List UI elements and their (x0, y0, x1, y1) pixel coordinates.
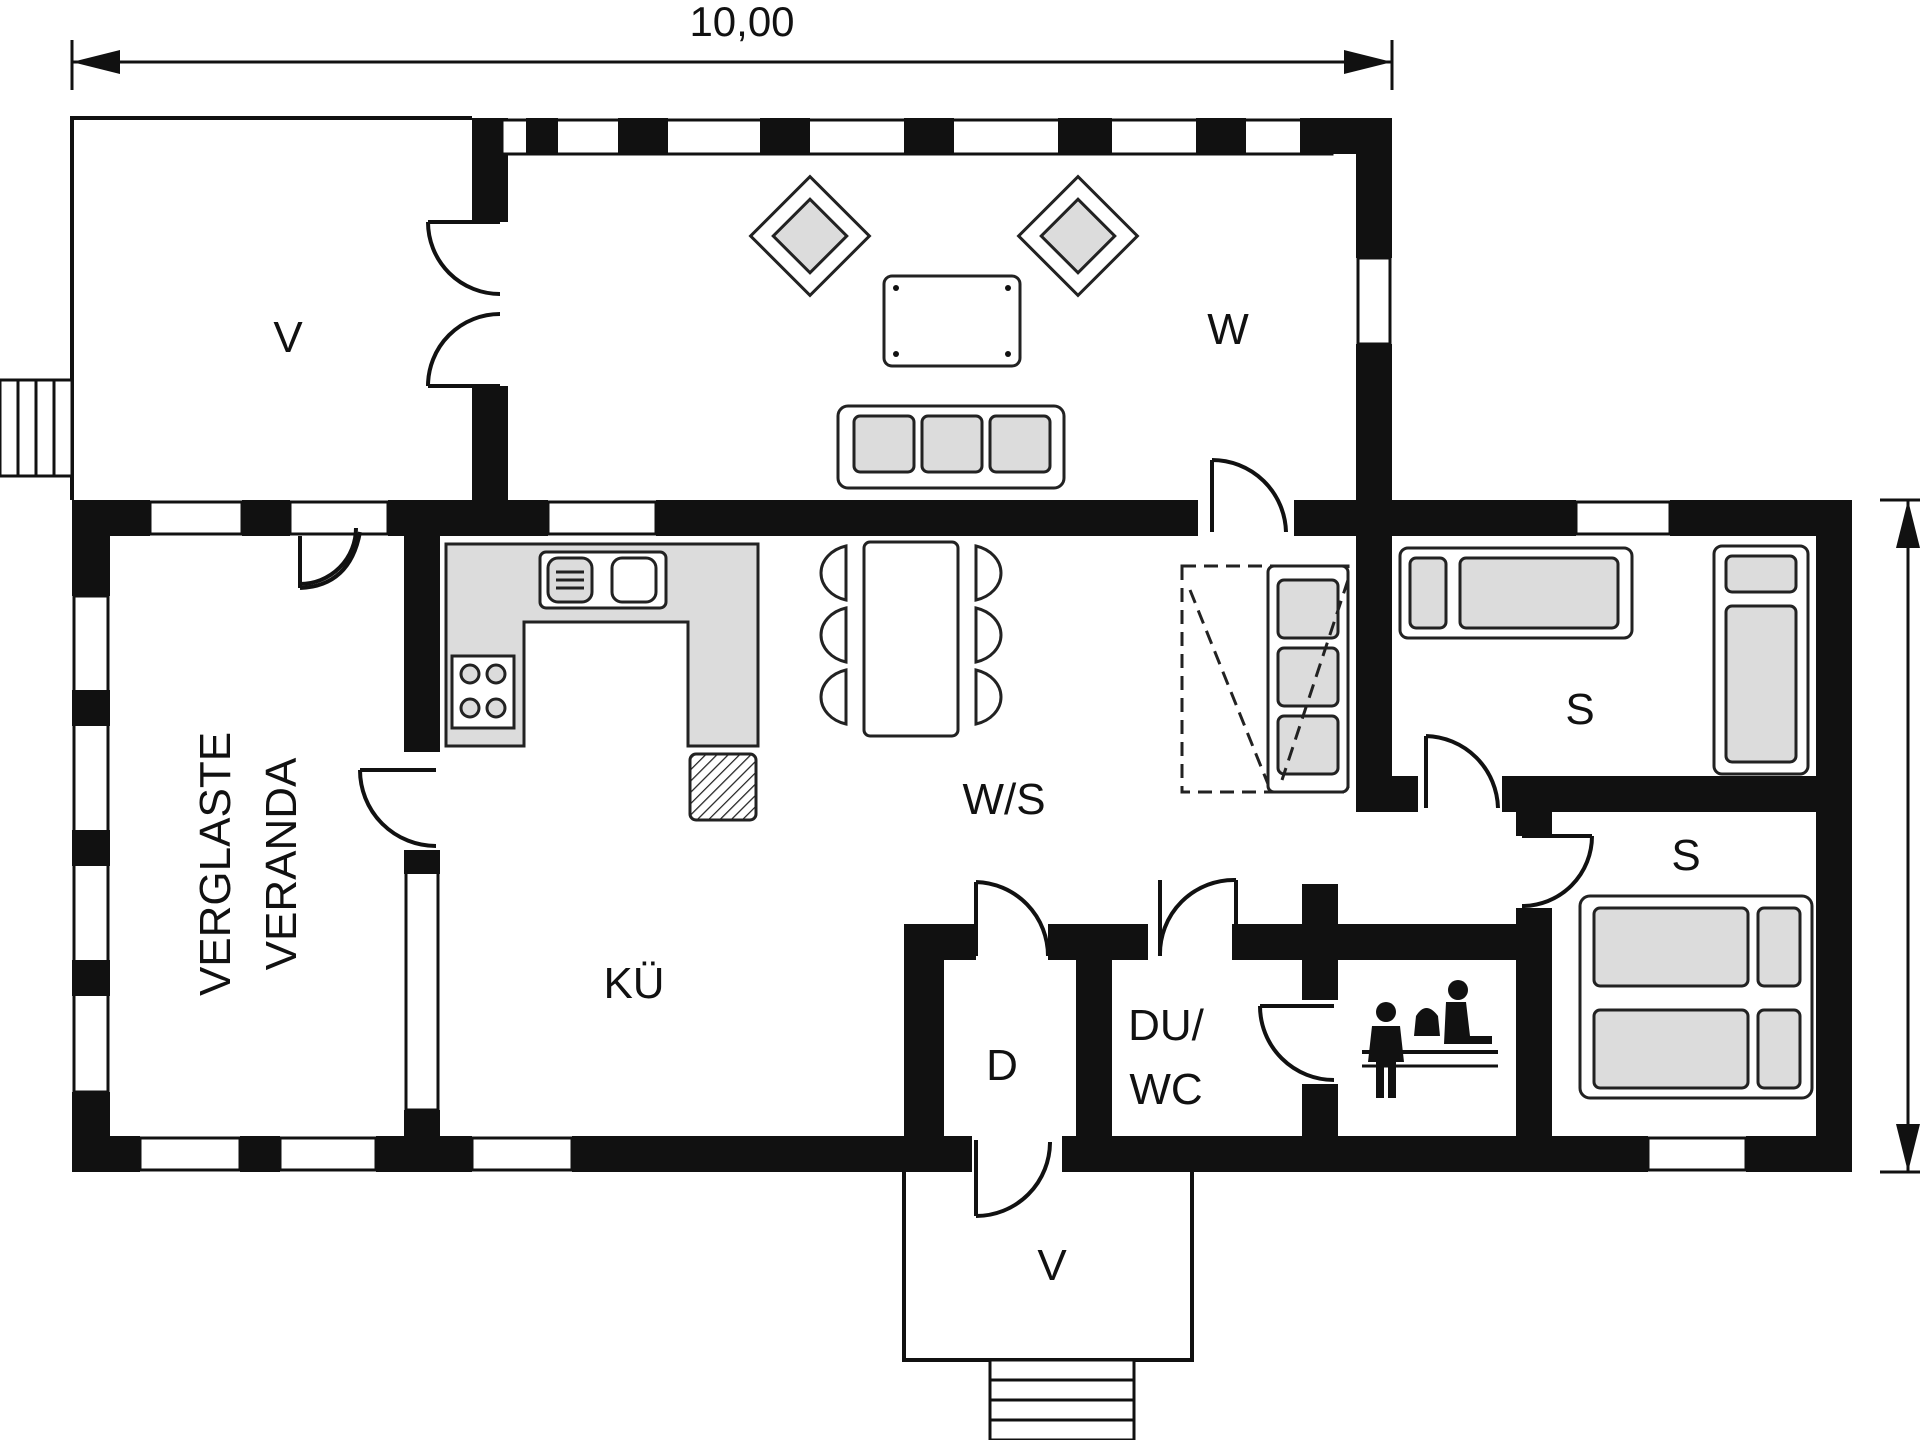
room-label-living: W (1207, 305, 1249, 354)
veranda-top-area (70, 116, 472, 500)
room-label-kitchen: KÜ (603, 959, 664, 1008)
fireplace-icon (688, 752, 758, 822)
stairs-icon (988, 1358, 1136, 1440)
doors (298, 220, 1594, 1218)
sink-icon (538, 550, 668, 610)
room-label-shower-line1: DU/ (1128, 1001, 1205, 1050)
windows (72, 118, 1748, 1172)
room-label-glazed-veranda-line1: VERGLASTE (191, 732, 240, 996)
walls (72, 118, 1852, 1172)
coffee-table (882, 274, 1022, 368)
room-label-shower-line2: WC (1129, 1065, 1202, 1114)
room-label-living-sleeping: W/S (962, 775, 1045, 824)
room-label-bedroom-2: S (1671, 831, 1700, 880)
dining-chairs (819, 544, 1003, 726)
stove-icon (450, 654, 516, 730)
room-label-veranda-top: V (273, 313, 303, 362)
width-dimension: 10,00 (70, 0, 1394, 90)
sofa-bed (1180, 564, 1350, 794)
armchair-right (1016, 174, 1140, 298)
depth-dimension (1880, 498, 1920, 1174)
bed-bedroom-2 (1578, 894, 1814, 1100)
bed-bedroom-1 (1398, 544, 1810, 776)
dining-table (862, 540, 960, 738)
room-label-glazed-veranda-line2: VERANDA (257, 757, 306, 970)
sauna-icon (1362, 980, 1498, 1098)
room-label-veranda-bottom: V (1037, 1241, 1067, 1290)
room-label-bedroom-1: S (1565, 685, 1594, 734)
width-dimension-label: 10,00 (689, 0, 794, 45)
armchair-left (748, 174, 872, 298)
sofa (836, 404, 1066, 490)
room-label-storage: D (986, 1041, 1018, 1090)
kitchen-counter (444, 542, 760, 748)
stairs-icon (0, 378, 74, 478)
